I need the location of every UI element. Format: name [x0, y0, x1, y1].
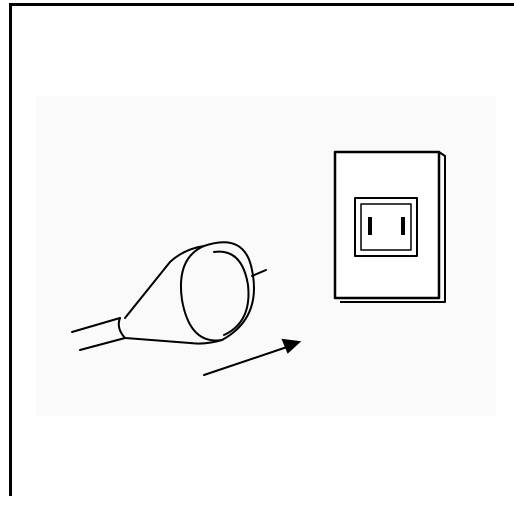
plug-head	[181, 242, 254, 340]
plug-cord	[72, 318, 125, 350]
outlet-slot-right	[401, 217, 405, 235]
wall-outlet-icon	[335, 152, 445, 302]
outlet-slot-left	[368, 217, 372, 235]
plug-cord-cap	[119, 318, 125, 338]
plug-prong	[252, 270, 266, 276]
outlet-face-plate	[335, 152, 439, 298]
power-plug-icon	[72, 242, 266, 350]
insert-arrow-icon	[204, 340, 299, 375]
